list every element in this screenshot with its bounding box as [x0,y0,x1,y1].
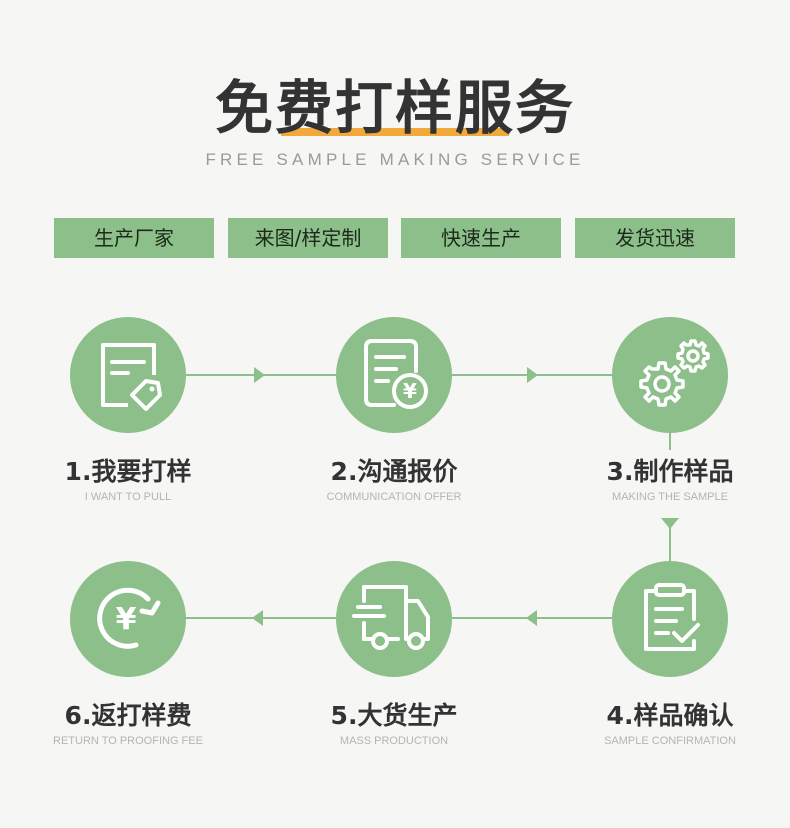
step-3-circle [612,317,728,433]
tag-fast-production: 快速生产 [401,218,561,258]
document-yen-icon: ¥ [364,339,428,409]
step-1-circle [70,317,186,433]
step-4-title: 4.样品确认 [606,701,734,730]
truck-icon [352,585,430,650]
arrow-right-icon [527,367,538,383]
step-1-title: 1.我要打样 [64,457,192,486]
tag-fast-shipping: 发货迅速 [575,218,735,258]
step-2-circle: ¥ [336,317,452,433]
step-6-circle: ¥ [70,561,186,677]
step-3-title: 3.制作样品 [606,457,734,486]
svg-text:¥: ¥ [403,379,417,403]
step-2-subtitle: COMMUNICATION OFFER [326,491,462,503]
page-subtitle: FREE SAMPLE MAKING SERVICE [205,150,585,169]
step-4-circle [612,561,728,677]
step-6-subtitle: RETURN TO PROOFING FEE [53,735,203,747]
step-5-title: 5.大货生产 [330,701,458,730]
tag-custom: 来图/样定制 [228,218,388,258]
page-title: 免费打样服务 [214,74,575,142]
step-6-title: 6.返打样费 [64,701,192,730]
title-underline [281,128,509,136]
step-1-subtitle: I WANT TO PULL [84,491,172,503]
arrow-left-icon [526,610,537,626]
step-5-circle [336,561,452,677]
gears-icon [639,339,710,407]
step-3-subtitle: MAKING THE SAMPLE [612,491,728,503]
document-tag-icon [101,343,162,411]
step-2-title: 2.沟通报价 [330,457,458,486]
arrow-left-icon [252,610,263,626]
arrow-down-icon [661,518,679,529]
tag-manufacturer: 生产厂家 [54,218,214,258]
svg-text:¥: ¥ [116,602,137,637]
step-4-subtitle: SAMPLE CONFIRMATION [604,735,736,747]
clipboard-check-icon [644,583,700,651]
connector-3-top [669,432,671,450]
connector-3-4 [669,520,671,562]
step-5-subtitle: MASS PRODUCTION [339,735,449,747]
yen-refund-icon: ¥ [97,587,161,649]
arrow-right-icon [254,367,265,383]
